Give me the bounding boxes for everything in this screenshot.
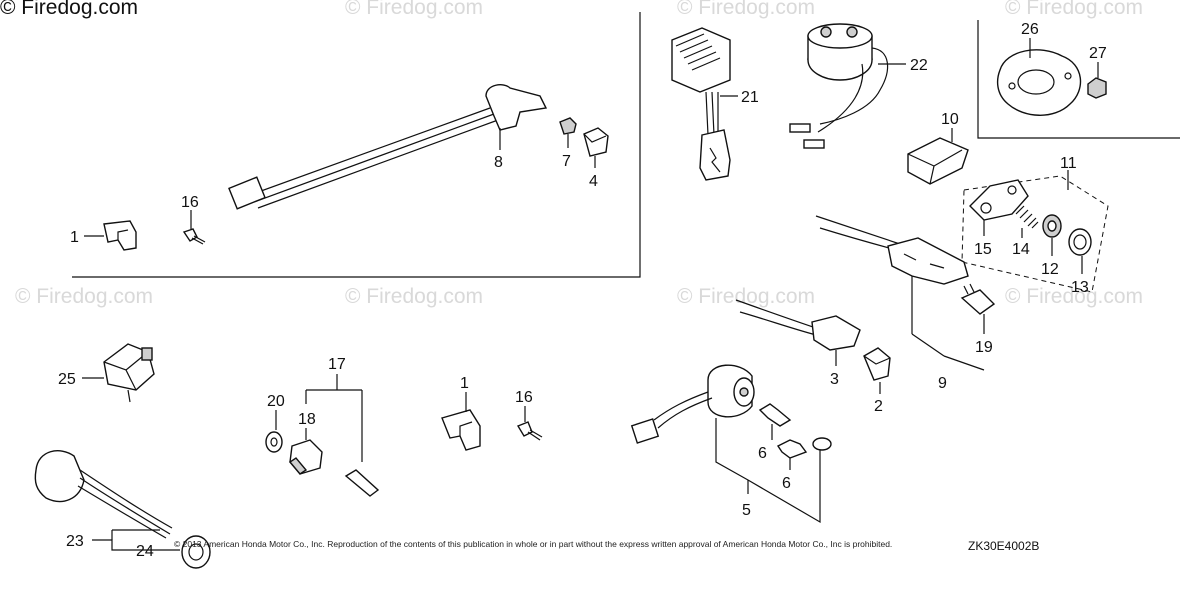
part-15-holder[interactable] [969, 179, 1029, 221]
part-16-screw-lower[interactable] [516, 421, 543, 441]
part-14-spring[interactable] [1015, 205, 1039, 229]
part-18-plug[interactable] [288, 439, 323, 475]
part-22-starter-solenoid[interactable] [789, 23, 889, 149]
part-10-switch[interactable] [907, 137, 969, 185]
watermark-main: © Firedog.com [0, 0, 138, 19]
watermark-top-3: © Firedog.com [677, 0, 815, 19]
watermark-top-2: © Firedog.com [345, 0, 483, 19]
part-12-bushing[interactable] [1042, 214, 1062, 238]
callout-16-upper: 16 [181, 194, 199, 211]
callout-8: 8 [494, 154, 503, 171]
watermark-mid-1: © Firedog.com [15, 285, 153, 308]
part-26-gasket[interactable] [996, 49, 1082, 116]
callout-27: 27 [1089, 45, 1107, 62]
part-17-group [305, 374, 363, 462]
part-1-clamp-lower[interactable] [441, 409, 481, 451]
part-20-washer[interactable] [265, 431, 283, 453]
part-keyring[interactable] [812, 437, 832, 451]
callout-1-lower: 1 [460, 375, 469, 392]
callout-3: 3 [830, 371, 839, 388]
copyright-notice: © 2013 American Honda Motor Co., Inc. Re… [174, 539, 892, 549]
part-21-regulator-rectifier[interactable] [671, 27, 731, 181]
callout-12: 12 [1041, 261, 1059, 278]
callout-2: 2 [874, 398, 883, 415]
callout-26: 26 [1021, 21, 1039, 38]
part-3-harness[interactable] [735, 299, 861, 351]
callout-11: 11 [1060, 155, 1077, 172]
part-6-key-b[interactable] [776, 439, 808, 459]
callout-1-upper: 1 [70, 229, 79, 246]
callout-9: 9 [938, 375, 947, 392]
callout-15: 15 [974, 241, 992, 258]
callout-6a: 6 [758, 445, 767, 462]
watermark-mid-4: © Firedog.com [1005, 285, 1143, 308]
part-2-cap[interactable] [863, 347, 891, 381]
callout-18: 18 [298, 411, 316, 428]
part-19-fuse[interactable] [960, 283, 996, 315]
callout-17: 17 [328, 356, 346, 373]
part-4-cap[interactable] [583, 127, 609, 157]
part-23-boot-harness[interactable] [34, 450, 173, 539]
part-8-sensor-harness[interactable] [228, 84, 548, 210]
diagram-code: ZK30E4002B [968, 539, 1039, 553]
callout-24: 24 [136, 543, 154, 560]
watermark-mid-2: © Firedog.com [345, 285, 483, 308]
callout-13: 13 [1071, 279, 1089, 296]
callout-23: 23 [66, 533, 84, 550]
part-24-seal[interactable] [181, 535, 211, 569]
callout-21: 21 [741, 89, 759, 106]
callout-4: 4 [589, 173, 598, 190]
part-16-screw-upper[interactable] [182, 228, 206, 245]
watermark-top-4: © Firedog.com [1005, 0, 1143, 19]
watermark-mid-3: © Firedog.com [677, 285, 815, 308]
part-1-clamp-upper[interactable] [103, 220, 137, 251]
part-13-seal[interactable] [1068, 228, 1092, 256]
part-25-sensor[interactable] [103, 343, 155, 403]
part-9-switch-assembly[interactable] [815, 215, 969, 285]
callout-20: 20 [267, 393, 285, 410]
part-6-key-a[interactable] [758, 403, 792, 427]
callout-16-lower: 16 [515, 389, 533, 406]
section-frames [72, 12, 1180, 278]
callout-5: 5 [742, 502, 751, 519]
callout-19: 19 [975, 339, 993, 356]
callout-14: 14 [1012, 241, 1030, 258]
part-5-ignition-switch[interactable] [630, 364, 755, 444]
part-pin[interactable] [344, 469, 380, 497]
part-7-cap-small[interactable] [559, 117, 577, 135]
callout-7: 7 [562, 153, 571, 170]
callout-6b: 6 [782, 475, 791, 492]
callout-10: 10 [941, 111, 959, 128]
callout-25: 25 [58, 371, 76, 388]
callout-22: 22 [910, 57, 928, 74]
part-27-nut[interactable] [1087, 77, 1107, 99]
